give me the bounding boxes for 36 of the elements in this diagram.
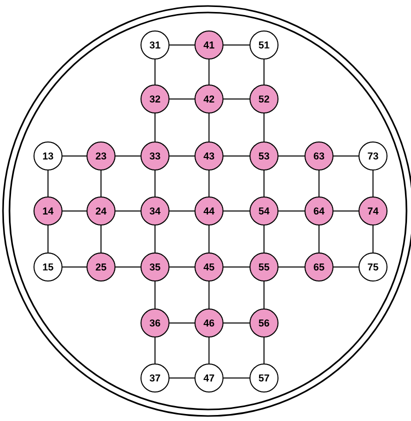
connector-line: [169, 44, 195, 46]
connector-line: [318, 170, 320, 197]
connector-line: [208, 225, 210, 253]
connector-line: [169, 98, 195, 100]
connector-line: [154, 337, 156, 364]
connector-line: [154, 225, 156, 253]
connector-line: [333, 210, 359, 212]
connector-line: [278, 210, 305, 212]
connector-line: [208, 59, 210, 85]
connector-line: [154, 59, 156, 85]
connector-line: [169, 210, 195, 212]
connector-line: [223, 322, 250, 324]
connector-line: [62, 210, 87, 212]
connector-line: [223, 266, 250, 268]
connector-line: [154, 170, 156, 197]
connector-line: [100, 225, 102, 253]
connector-line: [223, 210, 250, 212]
connector-line: [62, 266, 87, 268]
connector-line: [372, 170, 374, 197]
connector-line: [208, 170, 210, 197]
connector-line: [223, 98, 250, 100]
connector-line: [333, 266, 359, 268]
connector-line: [278, 266, 305, 268]
connector-line: [208, 337, 210, 364]
connector-line: [318, 225, 320, 253]
connector-line: [208, 113, 210, 142]
connector-line: [223, 44, 250, 46]
connector-line: [100, 170, 102, 197]
connector-line: [154, 281, 156, 309]
connector-line: [154, 113, 156, 142]
connector-line: [372, 225, 374, 253]
connector-line: [169, 266, 195, 268]
connector-line: [115, 266, 141, 268]
connector-line: [208, 281, 210, 309]
connector-line: [115, 210, 141, 212]
connector-line: [169, 322, 195, 324]
